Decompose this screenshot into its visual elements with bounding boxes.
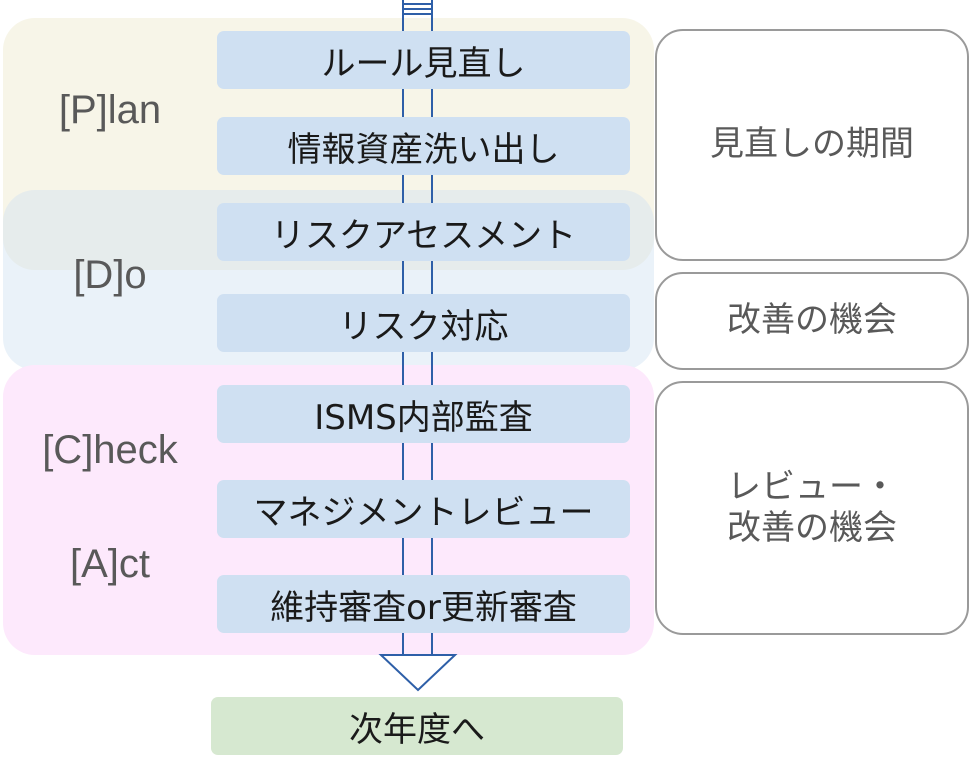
phase-do-label: [D]o <box>73 253 147 297</box>
phase-act-label: [A]ct <box>69 542 151 586</box>
step-certification-audit: 維持審査or更新審査 <box>217 575 630 633</box>
step-risk-assessment: リスクアセスメント <box>217 203 630 261</box>
step-internal-audit: ISMS内部監査 <box>217 385 630 443</box>
note-review-line2: 改善の機会 <box>727 508 897 548</box>
step-asset-inventory: 情報資産洗い出し <box>217 117 630 175</box>
note-improvement: 改善の機会 <box>655 272 969 370</box>
note-improvement-text: 改善の機会 <box>727 300 897 341</box>
note-review-period-text: 見直しの期間 <box>710 124 914 165</box>
note-review-line1: レビュー・ <box>727 466 897 507</box>
phase-check-label: [C]heck <box>42 428 178 472</box>
phase-plan-label: [P]lan <box>58 88 162 132</box>
note-review-improvement: レビュー・ 改善の機会 <box>655 381 969 635</box>
step-rule-review: ルール見直し <box>217 31 630 89</box>
note-review-period: 見直しの期間 <box>655 29 969 261</box>
arrow-head <box>378 654 458 692</box>
step-management-review: マネジメントレビュー <box>217 480 630 538</box>
next-year-box: 次年度へ <box>211 697 623 755</box>
step-risk-treatment: リスク対応 <box>217 294 630 352</box>
